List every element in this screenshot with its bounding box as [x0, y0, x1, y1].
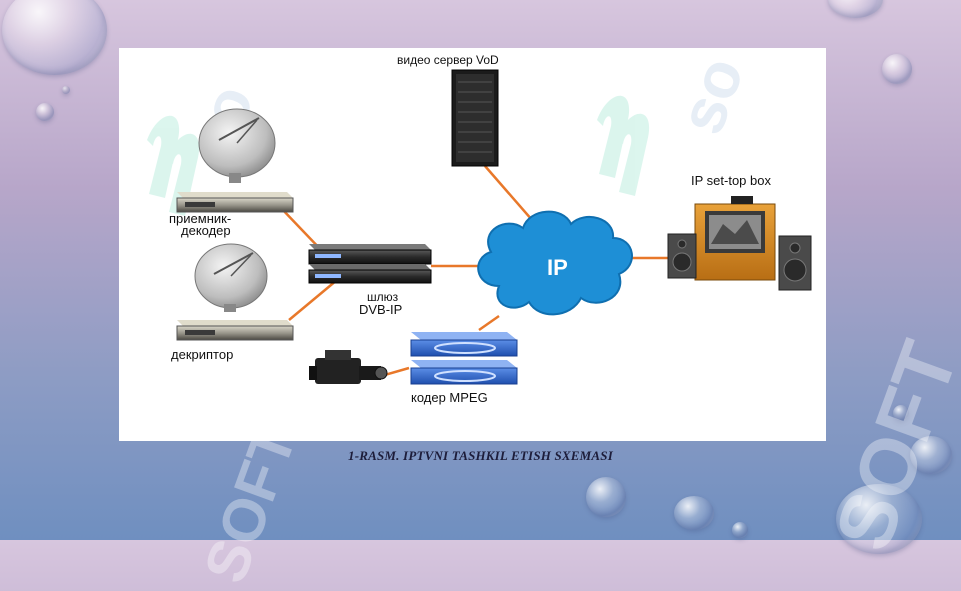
- watermark-text: SOFT: [191, 417, 309, 591]
- water-drop-decoration: [62, 86, 70, 94]
- gateway-label-line1: шлюз: [367, 290, 399, 304]
- water-drop-decoration: [674, 496, 714, 530]
- receiver-decoder-label-line1: приемник-: [169, 211, 232, 226]
- ip-cloud-label: IP: [547, 255, 568, 280]
- gateway-icon: [308, 244, 432, 284]
- set-top-box-label: IP set-top box: [691, 173, 771, 188]
- link-decryptor-gateway: [288, 279, 338, 321]
- decryptor-icon: [176, 320, 294, 341]
- ip-cloud-icon: [477, 210, 633, 316]
- water-drop-decoration: [882, 54, 912, 84]
- link-cloud-encoder: [478, 314, 500, 332]
- satellite-dish-icon: [198, 108, 276, 183]
- water-drop-decoration: [586, 477, 626, 517]
- water-drop-decoration: [910, 436, 952, 474]
- vod-server-label: видео сервер VoD: [397, 53, 499, 67]
- watermark-logo: [147, 95, 650, 216]
- figure-caption: 1-RASM. IPTVNI TASHKIL ETISH SXEMASI: [348, 448, 613, 463]
- water-drop-decoration: [732, 522, 748, 538]
- watermark-text: SOFT: [817, 330, 961, 562]
- water-drop-decoration: [828, 0, 883, 18]
- mpeg-encoder-icon: [410, 332, 518, 385]
- receiver-decoder-label-line2: декодер: [181, 223, 231, 238]
- vod-server-icon: [451, 69, 499, 167]
- network-diagram: so so: [119, 48, 826, 441]
- gateway-label-line2: DVB-IP: [359, 302, 403, 317]
- video-camera-icon: [309, 350, 388, 384]
- mpeg-encoder-label: кодер MPEG: [411, 390, 488, 405]
- water-drop-decoration: [893, 405, 909, 421]
- diagram-graphics: so so: [147, 48, 812, 385]
- satellite-dish-icon: [194, 243, 268, 312]
- watermark-glyphs: so: [664, 48, 757, 143]
- water-drop-decoration: [36, 103, 54, 121]
- decryptor-label: декриптор: [171, 347, 234, 362]
- receiver-decoder-icon: [176, 192, 294, 213]
- set-top-box-icon: [667, 196, 812, 291]
- water-drop-decoration: [2, 0, 107, 75]
